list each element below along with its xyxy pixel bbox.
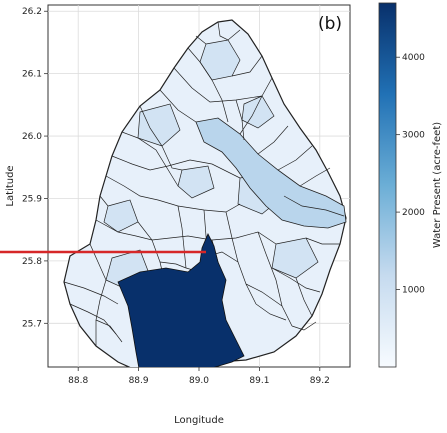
y-tick-label: 25.9 (22, 194, 42, 204)
panel-label: (b) (318, 14, 342, 34)
x-tick-label: 88.8 (68, 376, 88, 386)
x-tick-label: 89.2 (310, 376, 330, 386)
colorbar-label: Water Present (acre-feet) (432, 122, 443, 248)
colorbar-ticks: 1000 2000 3000 4000 (396, 53, 425, 296)
x-tick-label: 89.0 (189, 376, 209, 386)
x-axis-label: Longitude (174, 415, 224, 426)
colorbar-tick-label: 4000 (402, 53, 425, 63)
x-axis-ticks: 88.8 88.9 89.0 89.1 89.2 (68, 367, 330, 386)
y-tick-label: 26.2 (22, 7, 42, 17)
x-tick-label: 89.1 (249, 376, 269, 386)
y-axis-label: Latitude (5, 165, 16, 206)
x-tick-label: 88.9 (129, 376, 149, 386)
river-wetland-region (195, 117, 347, 229)
y-tick-label: 25.8 (22, 257, 42, 267)
map (63, 19, 347, 367)
y-tick-label: 26.0 (22, 132, 42, 142)
y-tick-label: 25.7 (22, 319, 42, 329)
colorbar (378, 2, 397, 368)
highest-water-region (117, 233, 245, 367)
y-axis-ticks: 25.7 25.8 25.9 26.0 26.1 26.2 (22, 7, 48, 329)
colorbar-tick-label: 2000 (402, 208, 425, 218)
y-tick-label: 26.1 (22, 70, 42, 80)
colorbar-tick-label: 1000 (402, 286, 425, 296)
colorbar-tick-label: 3000 (402, 131, 425, 141)
